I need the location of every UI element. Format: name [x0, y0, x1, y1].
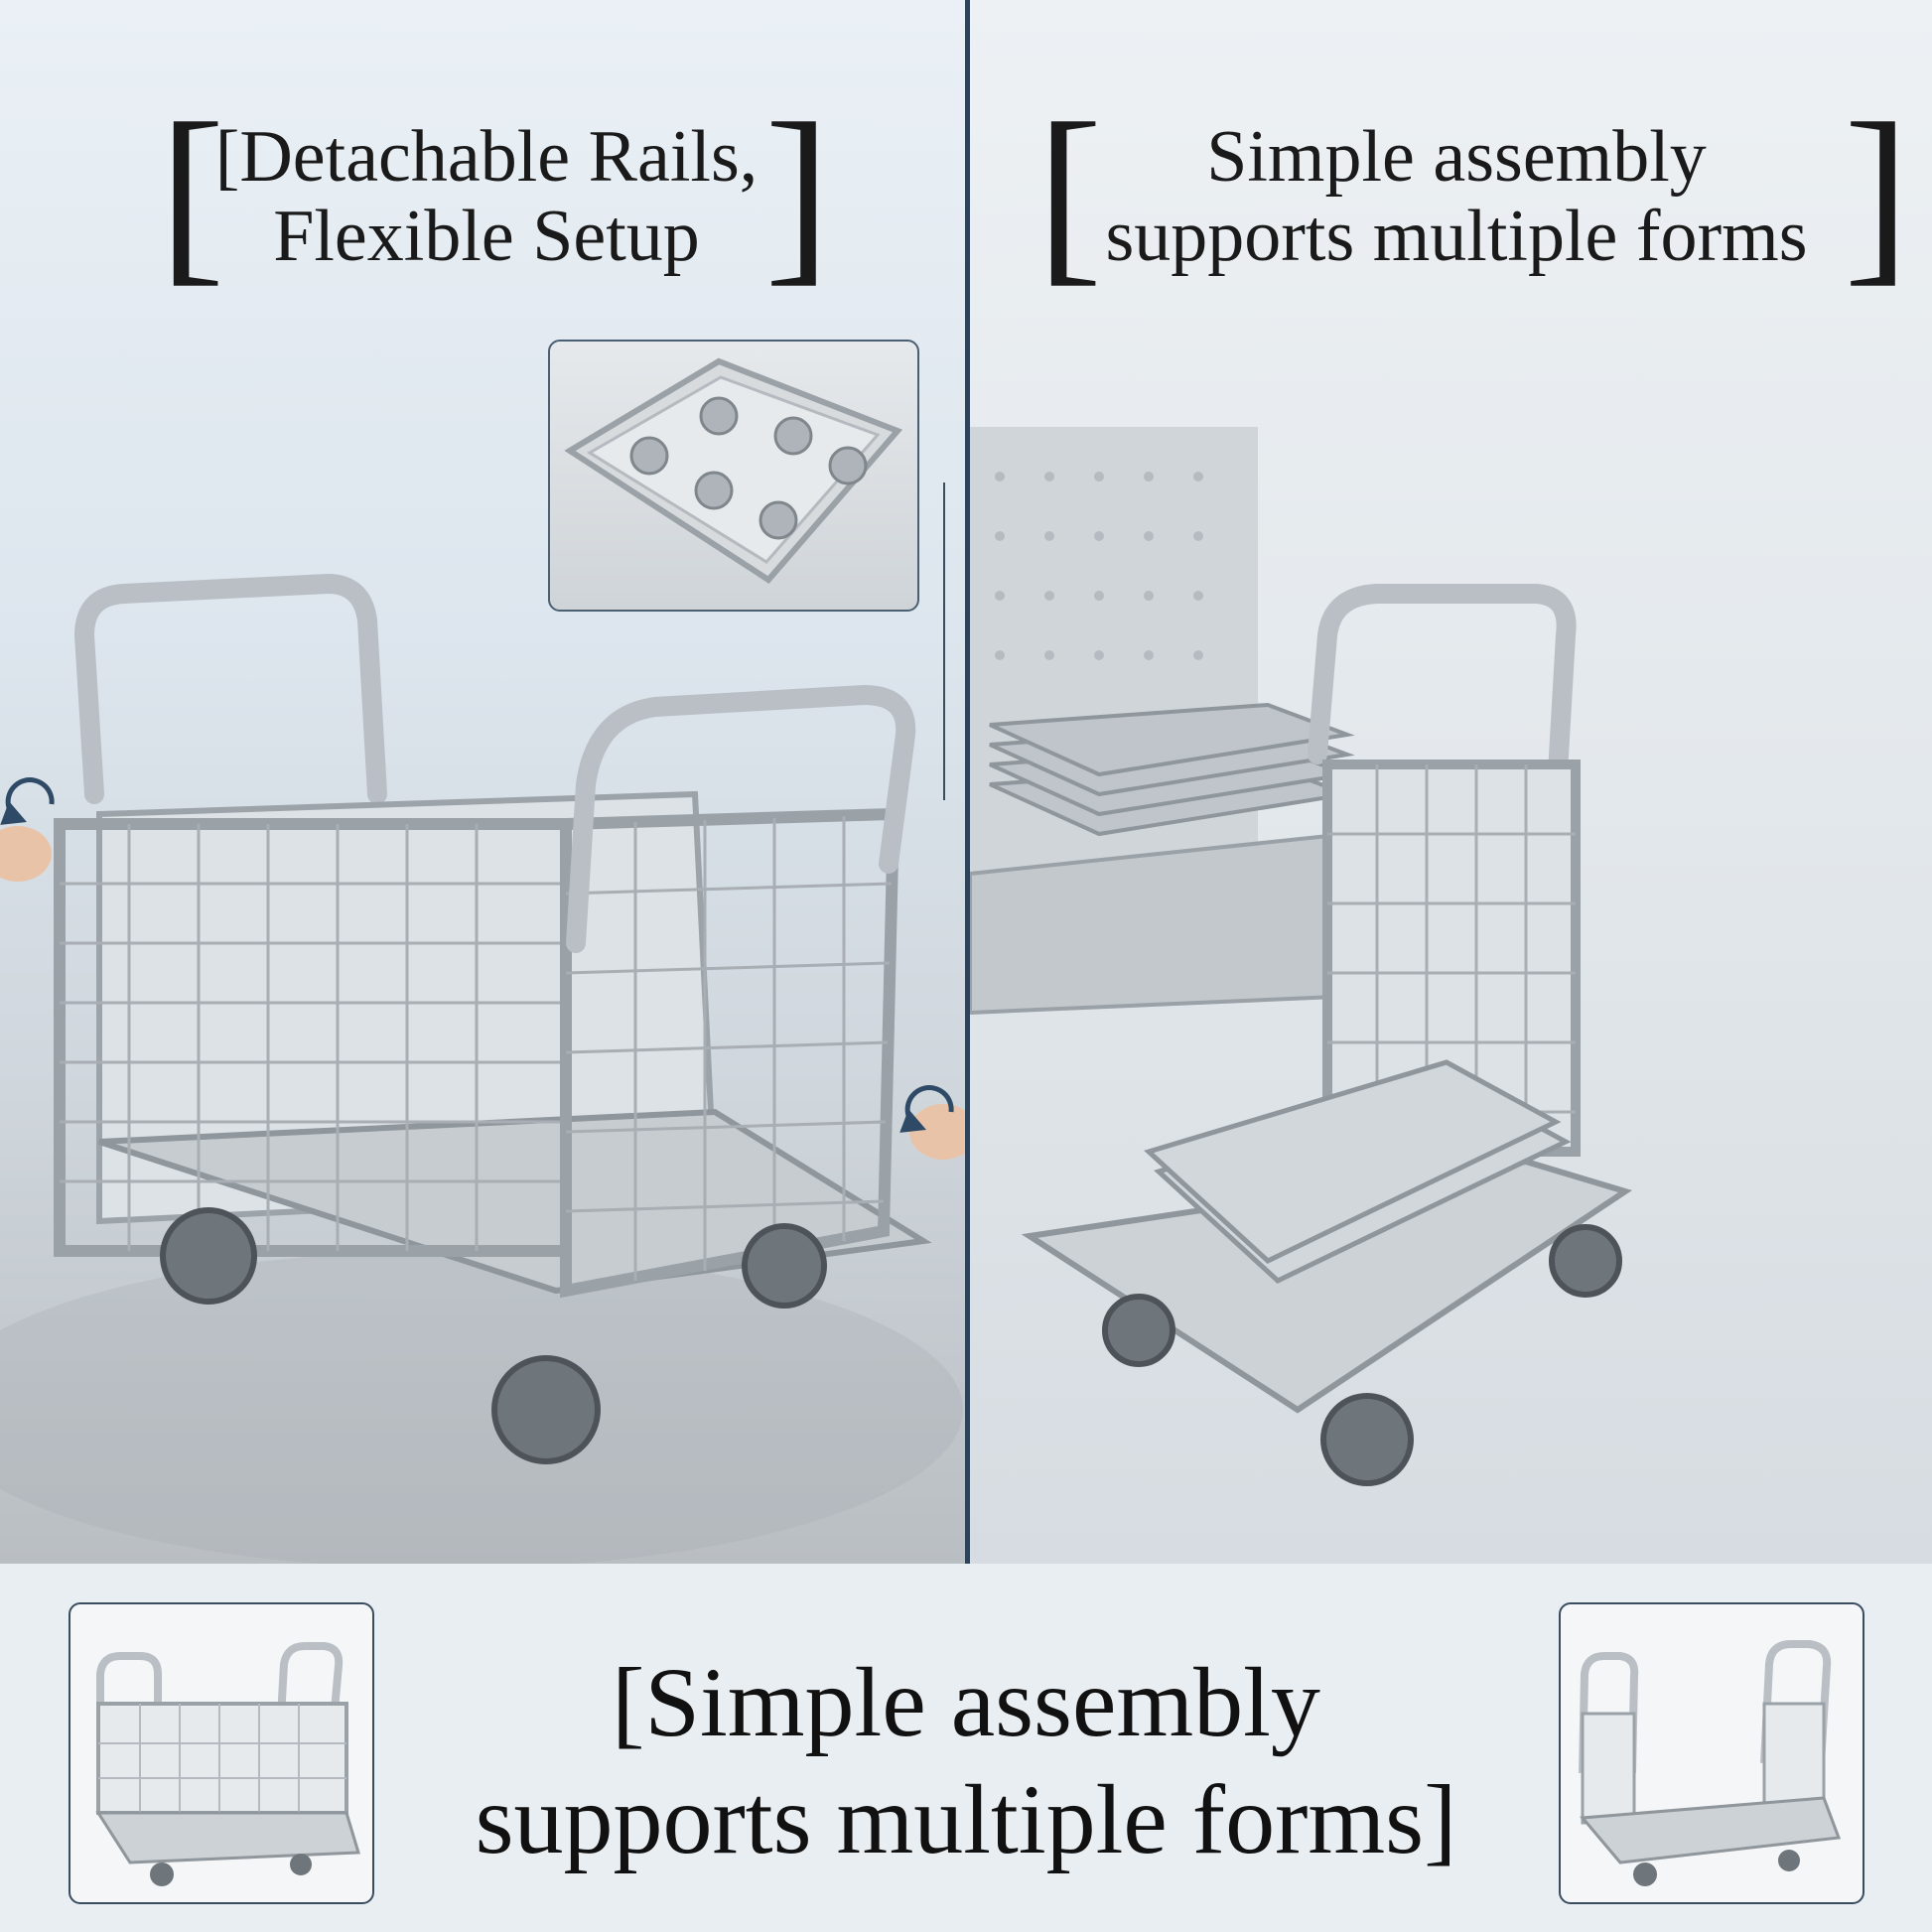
right-photo-panel: [ ] Simple assembly supports multiple fo… [970, 0, 1932, 1564]
right-heading-line-1: Simple assembly [1206, 116, 1707, 198]
left-heading-line-2: Flexible Setup [273, 196, 700, 277]
right-heading-line-2: supports multiple forms [1105, 196, 1808, 277]
left-photo-panel: [ ] [Detachable Rails, Flexible Setup [0, 0, 965, 1564]
cage-cart-illustration [0, 573, 965, 1564]
right-bracket-open: [ [1036, 83, 1103, 303]
right-heading: Simple assembly supports multiple forms [1069, 117, 1844, 276]
left-heading: [Detachable Rails, Flexible Setup [199, 117, 774, 276]
bottom-heading: [Simple assembly supports multiple forms… [417, 1644, 1515, 1878]
left-bracket-open: [ [159, 83, 225, 303]
callout-arrow [943, 483, 945, 800]
thumbnail-open-cart [1559, 1602, 1864, 1904]
thumbnail-cage-cart [69, 1602, 374, 1904]
left-heading-line-1: [Detachable Rails, [214, 116, 759, 198]
disassembled-cart-illustration [970, 427, 1632, 1486]
left-bracket-close: ] [764, 83, 831, 303]
bottom-heading-line-1: [Simple assembly [612, 1647, 1320, 1757]
screw-tray-inset [548, 340, 919, 612]
right-bracket-close: ] [1844, 83, 1910, 303]
bottom-heading-line-2: supports multiple forms] [475, 1764, 1457, 1874]
panel-divider [965, 0, 970, 1564]
